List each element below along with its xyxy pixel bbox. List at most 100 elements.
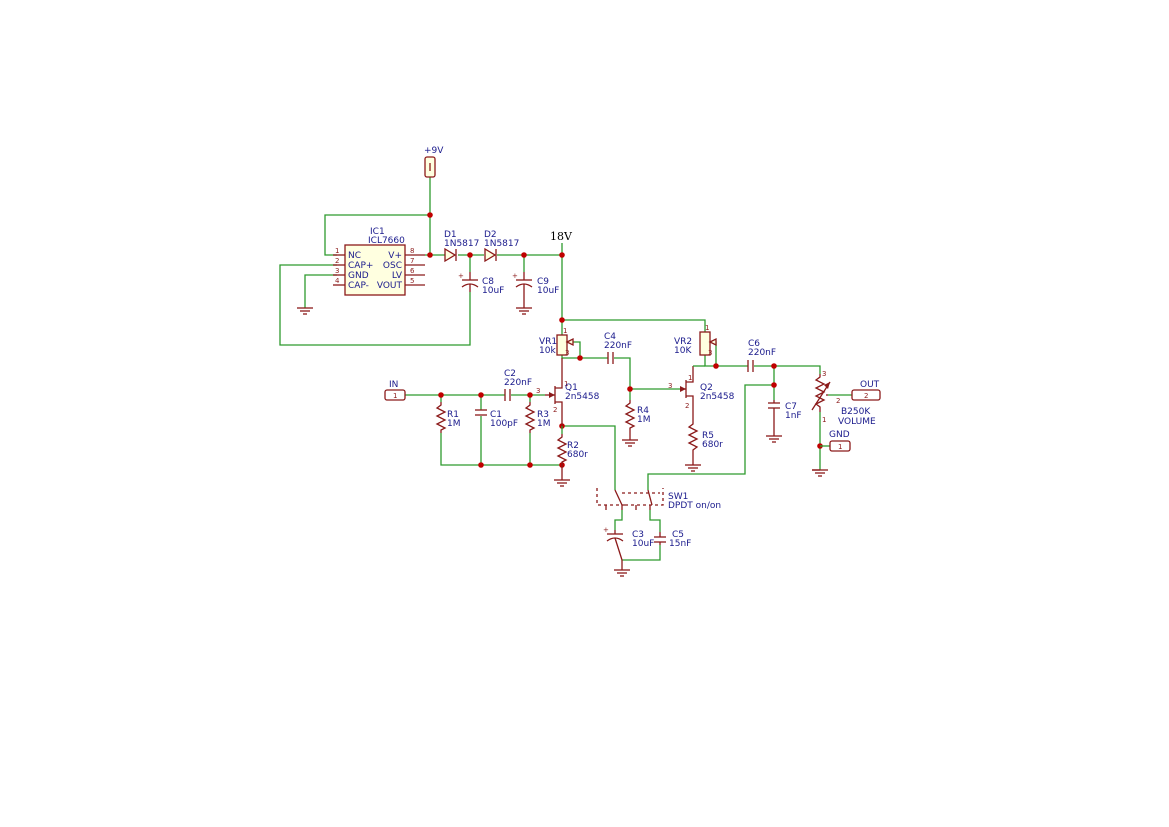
ic1-pin-num: 2 — [335, 257, 339, 265]
resistor-r4: R4 1M — [624, 400, 651, 430]
ic1-pin-name: CAP+ — [348, 261, 373, 271]
connector-gnd-name: GND — [829, 430, 850, 440]
jfet-q2: 1 3 2 Q2 2n5458 — [668, 366, 735, 420]
c1-ref: C1 — [490, 410, 502, 420]
r3-ref: R3 — [537, 410, 549, 420]
supply-9v: +9V — [424, 146, 444, 178]
svg-text:2: 2 — [685, 402, 689, 410]
sw1-ref: SW1 — [668, 492, 688, 502]
capacitor-c5: C5 15nF — [654, 530, 691, 549]
ic1-pin-name: VOUT — [377, 281, 403, 291]
ic1-pin-num: 1 — [335, 247, 339, 255]
connector-out-pin: 2 — [864, 392, 868, 400]
junctions — [427, 212, 823, 468]
q2-ref: Q2 — [700, 383, 713, 393]
volume-ref: B250K — [841, 407, 871, 417]
ic1-pin-num: 8 — [410, 247, 414, 255]
r4-ref: R4 — [637, 406, 649, 416]
connector-in-pin: 1 — [393, 392, 397, 400]
ic1-pin-name: CAP- — [348, 281, 369, 291]
c2-value: 220nF — [504, 378, 532, 388]
connector-out: 2 OUT — [851, 380, 881, 401]
c3-ref: C3 — [632, 530, 644, 540]
r2-ref: R2 — [567, 441, 579, 451]
diode-d1: D1 1N5817 — [444, 230, 479, 263]
c4-ref: C4 — [604, 332, 616, 342]
ic1-value: ICL7660 — [368, 236, 405, 246]
svg-text:1: 1 — [822, 416, 826, 424]
r2-value: 680r — [567, 450, 588, 460]
svg-text:1: 1 — [564, 380, 568, 388]
ic1-pin-name: V+ — [388, 251, 402, 261]
ground-icon — [614, 560, 630, 577]
vr1-value: 10k — [539, 346, 556, 356]
ground-symbols — [297, 307, 828, 577]
capacitor-c9: + C9 10uF — [512, 272, 559, 308]
c1-value: 100pF — [490, 419, 518, 429]
ic1-pin-name: NC — [348, 251, 361, 261]
ic1-pin-num: 7 — [410, 257, 414, 265]
capacitor-c1: C1 100pF — [475, 409, 518, 429]
potentiometer-volume: 3 2 1 B250K VOLUME — [811, 370, 876, 427]
trimmer-vr1: 1 3 VR1 10k — [539, 327, 574, 357]
diode-d2: D2 1N5817 — [484, 230, 519, 263]
ic1-pin-num: 6 — [410, 267, 415, 275]
c8-value: 10uF — [482, 286, 504, 296]
capacitor-c2: C2 220nF — [504, 369, 532, 401]
wires — [279, 177, 852, 561]
sw1-value: DPDT on/on — [668, 501, 721, 511]
resistor-r5: R5 680r — [687, 420, 723, 455]
q1-value: 2n5458 — [565, 392, 600, 402]
svg-text:+: + — [458, 272, 464, 280]
trimmer-vr2: 1 3 VR2 10K — [674, 324, 717, 357]
d1-ref: D1 — [444, 230, 457, 240]
vr2-value: 10K — [674, 346, 692, 356]
c3-value: 10uF — [632, 539, 654, 549]
ground-icon — [516, 307, 532, 315]
svg-text:3: 3 — [565, 349, 569, 357]
svg-text:+: + — [512, 272, 518, 280]
q1-ref: Q1 — [565, 383, 578, 393]
svg-text:+: + — [603, 526, 609, 534]
ground-icon — [554, 465, 570, 487]
c7-value: 1nF — [785, 411, 802, 421]
svg-text:2: 2 — [553, 406, 557, 414]
ic1-pin-num: 4 — [335, 277, 340, 285]
r1-value: 1M — [447, 419, 461, 429]
r4-value: 1M — [637, 415, 651, 425]
c7-ref: C7 — [785, 402, 797, 412]
svg-text:1: 1 — [688, 374, 692, 382]
r1-ref: R1 — [447, 410, 459, 420]
ic1-pin-name: LV — [392, 271, 403, 281]
ground-icon — [812, 469, 828, 477]
ic1-pin-num: 5 — [410, 277, 414, 285]
ic1-ref: IC1 — [370, 227, 385, 237]
svg-text:3: 3 — [708, 349, 712, 357]
capacitor-c7: C7 1nF — [768, 400, 802, 421]
capacitor-c6: C6 220nF — [747, 339, 776, 372]
volume-value: VOLUME — [838, 417, 876, 427]
ground-icon — [685, 455, 701, 472]
connector-gnd: 1 GND — [820, 430, 851, 452]
c5-value: 15nF — [669, 539, 691, 549]
q2-value: 2n5458 — [700, 392, 735, 402]
vr1-ref: VR1 — [539, 337, 557, 347]
d1-value: 1N5817 — [444, 239, 479, 249]
c9-ref: C9 — [537, 277, 549, 287]
ic1-pin-num: 3 — [335, 267, 339, 275]
resistor-r3: R3 1M — [524, 402, 551, 433]
svg-text:1: 1 — [705, 324, 709, 332]
resistor-r2: R2 680r — [556, 434, 588, 465]
d2-value: 1N5817 — [484, 239, 519, 249]
svg-text:3: 3 — [822, 370, 826, 378]
ground-icon — [766, 420, 782, 443]
c8-ref: C8 — [482, 277, 494, 287]
c9-value: 10uF — [537, 286, 559, 296]
ground-icon — [622, 430, 638, 447]
c4-value: 220nF — [604, 341, 632, 351]
svg-text:1: 1 — [563, 327, 567, 335]
capacitor-c4: C4 220nF — [604, 332, 632, 364]
resistor-r1: R1 1M — [435, 402, 461, 433]
c5-ref: C5 — [672, 530, 684, 540]
